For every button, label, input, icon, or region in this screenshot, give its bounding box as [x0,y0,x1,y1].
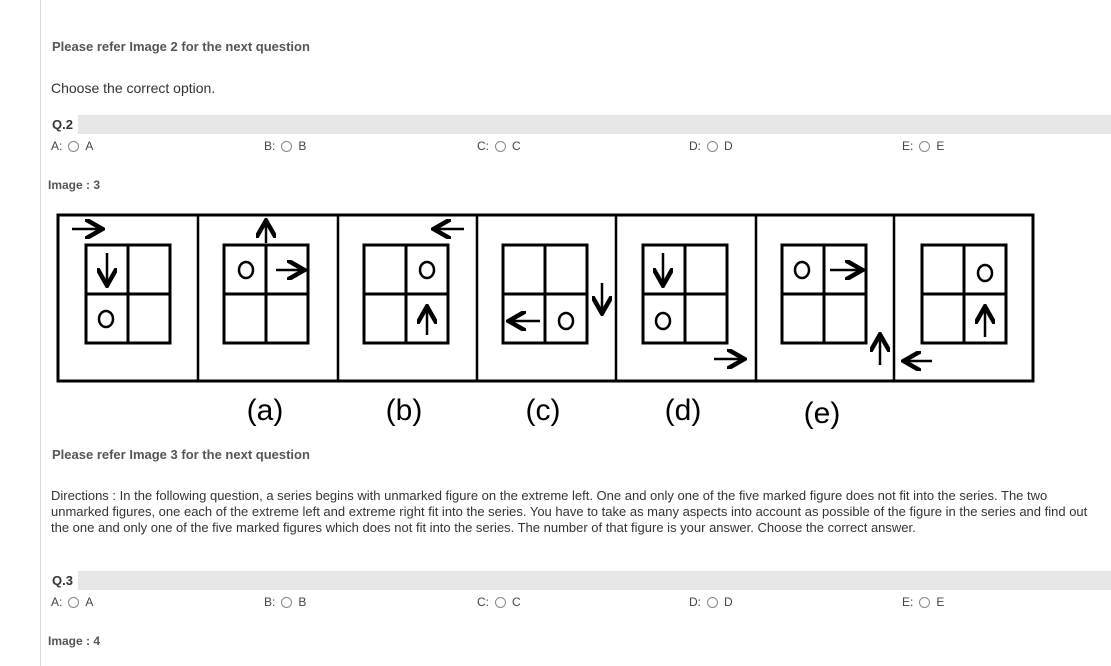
option-label: C [512,139,521,153]
radio-button[interactable] [919,596,931,608]
option-d[interactable]: D: D [689,139,733,153]
option-key: A: [51,595,63,609]
options-row-q2: A: A B: B C: C D: D E: E [51,139,1111,155]
figure-label-a: (a) [247,394,284,427]
option-e[interactable]: E: E [902,139,944,153]
question-number: Q.2 [52,117,73,132]
question-header-bar [78,115,1111,134]
radio-button[interactable] [707,140,718,152]
option-d[interactable]: D: D [689,595,733,609]
panel-c [501,243,602,345]
option-a[interactable]: A: A [51,139,93,153]
option-label: C [512,595,521,609]
question-number: Q.3 [52,573,73,588]
option-label: B [298,139,307,153]
refer-image-2-text: Please refer Image 2 for the next questi… [52,39,310,54]
option-key: E: [902,595,914,609]
image-label: Image : 3 [48,178,101,192]
panel-b [362,229,464,345]
option-key: C: [477,595,489,609]
directions-text: Directions : In the following question, … [51,488,1088,535]
option-key: B: [264,595,276,609]
radio-button[interactable] [281,596,293,608]
option-e[interactable]: E: E [902,595,944,609]
radio-button[interactable] [707,596,718,608]
option-key: B: [264,139,276,153]
option-c[interactable]: C: C [477,595,521,609]
option-label: D [724,139,733,153]
question-prompt: Choose the correct option. [51,80,216,96]
panel-7 [906,243,1008,361]
option-label: A [85,139,94,153]
panel-a [222,223,310,345]
question-header-q2: Q.2 [52,115,1111,134]
left-border [40,0,41,666]
radio-button[interactable] [495,596,506,608]
radio-button[interactable] [919,140,931,152]
question-header-bar [78,571,1111,590]
option-a[interactable]: A: A [51,595,93,609]
option-b[interactable]: B: B [264,595,306,609]
option-b[interactable]: B: B [264,139,306,153]
refer-image-3-text: Please refer Image 3 for the next questi… [52,447,310,462]
option-c[interactable]: C: C [477,139,521,153]
radio-button[interactable] [495,140,506,152]
figure-label-d: (d) [665,394,702,427]
option-label: D [724,595,733,609]
panel-1 [72,229,172,345]
radio-button[interactable] [68,140,80,152]
options-row-q3: A: A B: B C: C D: D E: E [51,595,1111,611]
option-key: A: [51,139,63,153]
radio-button[interactable] [281,140,293,152]
option-key: D: [689,139,701,153]
figure-series-image: (a) (b) (c) (d) (e) [56,213,1035,430]
option-key: C: [477,139,489,153]
option-label: B [298,595,307,609]
option-label: E [936,139,945,153]
image-label: Image : 4 [48,634,101,648]
radio-button[interactable] [68,596,80,608]
panel-e [780,243,880,365]
option-key: E: [902,139,914,153]
figure-label-c: (c) [526,394,561,427]
option-label: A [85,595,94,609]
figure-label-b: (b) [386,394,423,427]
option-label: E [936,595,945,609]
panel-d [641,243,742,359]
question-header-q3: Q.3 [52,571,1111,590]
figure-label-e: (e) [804,397,841,430]
option-key: D: [689,595,701,609]
